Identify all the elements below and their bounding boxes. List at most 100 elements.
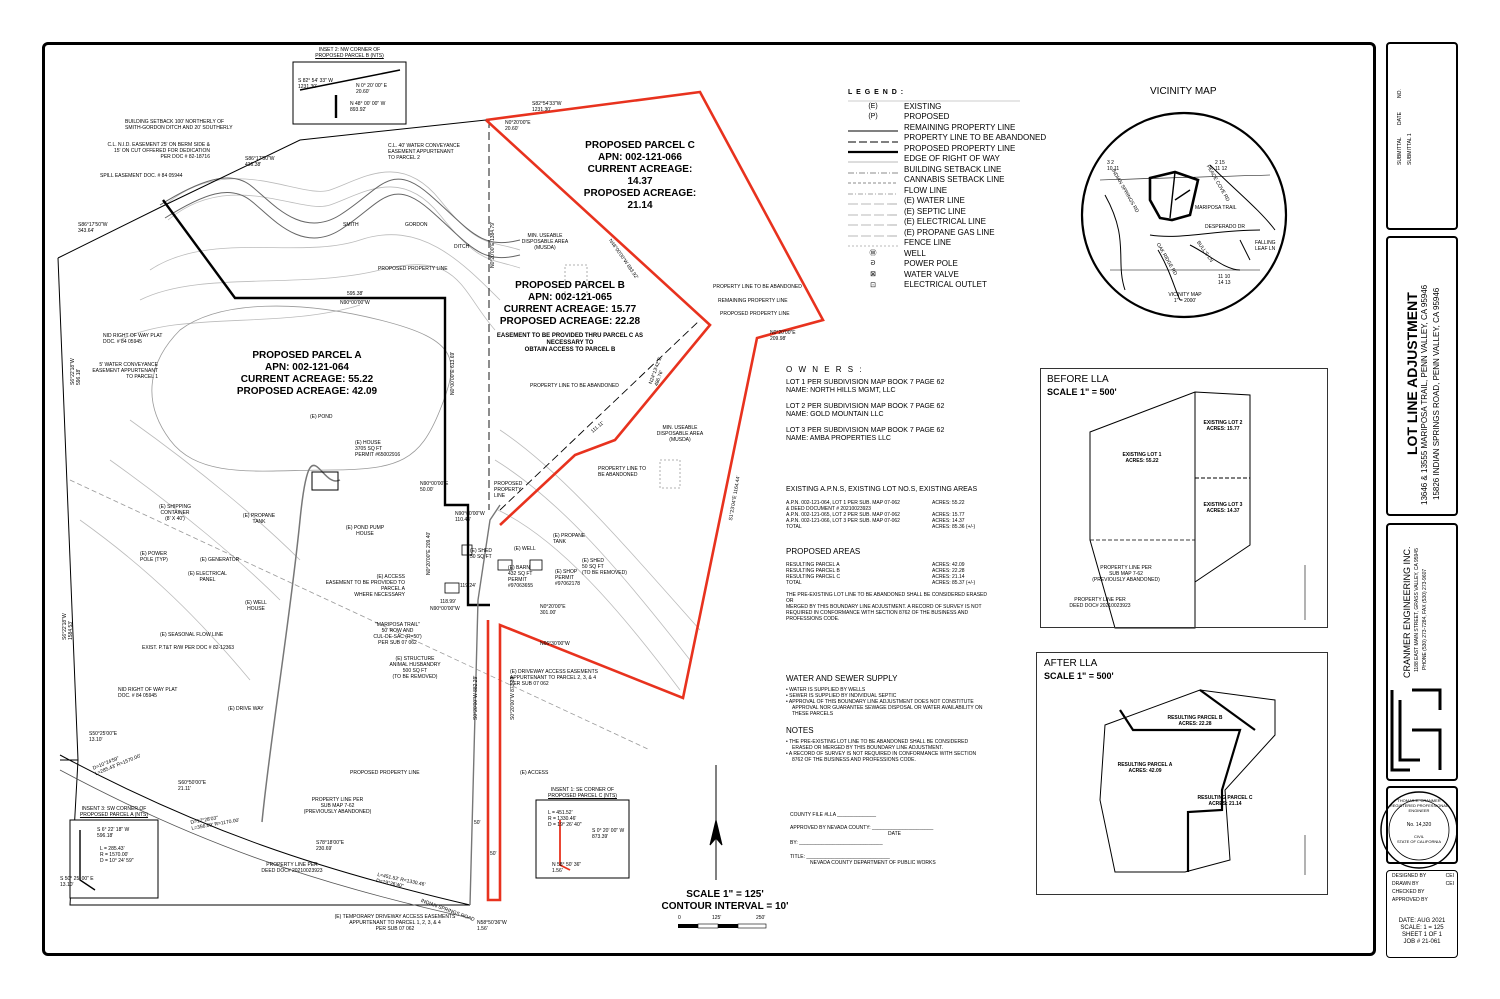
ditch-label-smith: SMITH [343,222,359,228]
inset1-call3: N 58° 50' 36"1.56' [552,862,582,874]
scale-tick-250: 250' [756,915,766,921]
legend-symbol: ᘐ [870,259,876,267]
area-desc: TOTAL [786,580,802,586]
legend-symbol [848,124,898,130]
house-footprint [311,471,339,491]
parcel-b-easement-note: EASEMENT TO BE PROVIDED THRU PARCEL C AS… [496,333,644,353]
mariposa-trail-access [469,504,501,906]
legend-symbols [848,100,1020,247]
legend-label: CANNABIS SETBACK LINE [904,175,1005,185]
vicinity-title: VICINITY MAP [1150,86,1217,97]
water-sewer-block: WATER AND SEWER SUPPLY • WATER IS SUPPLI… [786,674,996,717]
legend-symbol [848,229,898,235]
after-lla-panel [1036,652,1328,895]
after-lla-diagram [1099,689,1306,875]
area-desc: A.P.N. 002-121-066, LOT 3 PER SUB. MAP 0… [786,518,900,524]
inset3-box [69,819,159,899]
existing-areas-title: EXISTING A.P.N.S, EXISTING LOT NO.S, EXI… [786,486,978,493]
dim-50-a: 50' [474,820,481,826]
legend-label: (E) SEPTIC LINE [904,206,966,216]
inset2-box [292,61,407,125]
generator-label: (E) GENERATOR [200,557,240,563]
area-value: ACRES: 14.37 [932,518,965,524]
drive-way-label: (E) DRIVE WAY [228,706,264,712]
parcel-b-label: PROPOSED PARCEL B APN: 002-121-065 CURRE… [499,280,641,327]
water-sewer-title: WATER AND SEWER SUPPLY [786,674,898,683]
legend-label: WATER VALVE [904,269,959,279]
pond-outline [151,305,452,472]
legend-item: ⊠WATER VALVE [848,269,1046,280]
area-desc: RESULTING PARCEL C [786,574,841,580]
legend-item: (E) SEPTIC LINE [848,206,1046,217]
inset1-call1: L = 451.52'R = 1330.46'D = 19° 26' 40" [548,810,582,828]
rev-date-label: DATE [1397,112,1403,125]
seasonal-flow-label: (E) SEASONAL FLOW LINE [160,632,224,638]
ditch-label-ditch: DITCH [454,244,470,250]
legend-item: EDGE OF RIGHT OF WAY [848,154,1046,165]
county-approval-block: COUNTY FILE #LLA ______________ APPROVED… [790,812,936,866]
existing-areas-table: EXISTING A.P.N.S, EXISTING LOT NO.S, EXI… [786,486,992,530]
area-desc: RESULTING PARCEL B [786,568,840,574]
stamp-text: THOMAS E. CRANMER REGISTERED PROFESSIONA… [1389,798,1449,844]
legend-symbol [848,166,898,172]
shop-footprint [529,559,543,571]
notes-block: NOTES • THE PRE-EXISTING LOT LINE TO BE … [786,726,996,763]
abandoned-property-lines [488,120,701,511]
pond-label: (E) POND [310,414,333,420]
bearing-n90-d: N90°00'00"W [430,606,460,612]
area-desc: & DEED DOCUMENT # 20210023923 [786,506,871,512]
smith-gordon-ditch [159,177,521,259]
cranmer-logo-mark [1390,688,1442,772]
area-value: ACRES: 21.14 [932,574,965,580]
legend-label: PROPERTY LINE TO BE ABANDONED [904,133,1047,143]
legend-symbol: (E) [868,102,878,110]
legend-item: PROPOSED PROPERTY LINE [848,143,1046,154]
area-value: ACRES: 85.37 (+/-) [932,580,976,586]
legend-label: FLOW LINE [904,185,948,195]
ditch-label-gordon: GORDON [405,222,428,228]
area-value: ACRES: 22.28 [932,568,965,574]
sheet-info-block [1386,870,1458,958]
after-lla-title: AFTER LLA [1044,658,1098,669]
legend-label: POWER POLE [904,259,958,269]
dist-595: 595.38' [347,291,364,297]
rev-no-label: NO. [1397,89,1403,98]
area-row: TOTAL ACRES: 85.37 (+/-) [786,580,992,586]
bearing-n0-c: N0°20'00"E 209.40' [426,531,432,575]
legend-item: FLOW LINE [848,185,1046,196]
bearing-n66: N66°30'00"W [540,641,570,647]
proposed-areas-note: THE PRE-EXISTING LOT LINE TO BE ABANDONE… [786,592,987,622]
legend-symbol [848,208,898,214]
legend-item: BUILDING SETBACK LINE [848,164,1046,175]
ptt-easement-line [69,479,651,751]
barn-footprint [497,559,513,571]
